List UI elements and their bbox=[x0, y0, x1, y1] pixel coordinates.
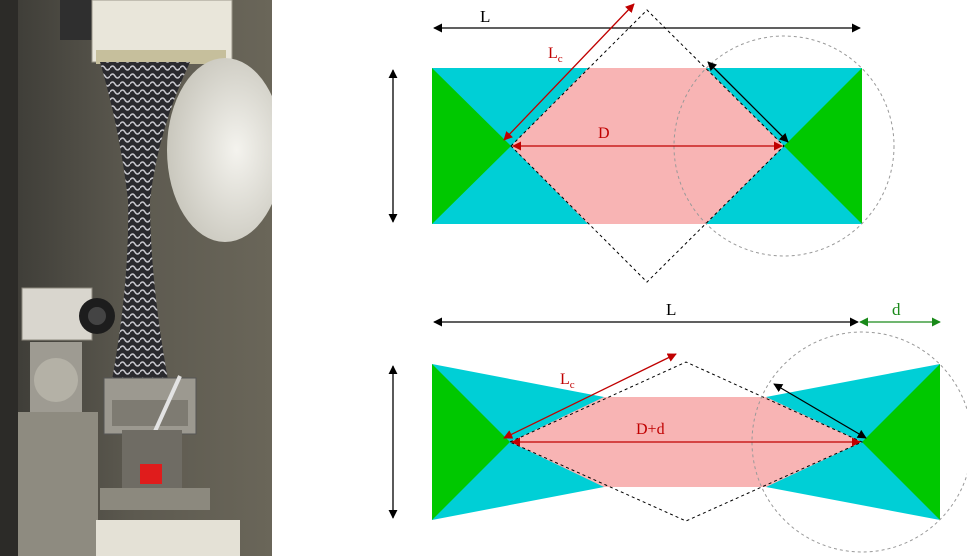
extension-label: d bbox=[892, 300, 901, 319]
chord-arrow bbox=[503, 353, 677, 439]
dashed-circle bbox=[673, 35, 895, 257]
reflector-disc bbox=[167, 58, 272, 242]
braided-mesh-specimen bbox=[100, 62, 190, 380]
tensile-test-photo bbox=[0, 0, 272, 556]
dashed-circle bbox=[751, 331, 967, 553]
bottom-diagram: L d Lc D+d bbox=[388, 300, 967, 553]
chord-arrow bbox=[503, 3, 635, 141]
top-diagram: L Lc D bbox=[388, 3, 895, 283]
green-triangle-left bbox=[432, 68, 511, 224]
radius-arrow bbox=[707, 61, 789, 143]
green-triangle-left bbox=[432, 364, 510, 520]
chord-label: Lc bbox=[548, 45, 563, 65]
diameter-label: D bbox=[598, 125, 610, 142]
length-label: L bbox=[480, 7, 490, 26]
diameter-label: D+d bbox=[636, 421, 665, 438]
green-triangle-right bbox=[862, 364, 940, 520]
braid-geometry-diagram: L Lc D L d bbox=[388, 3, 967, 553]
radius-arrow bbox=[773, 383, 867, 439]
green-triangle-right bbox=[784, 68, 862, 224]
length-label: L bbox=[666, 300, 676, 319]
chord-label: Lc bbox=[560, 371, 575, 391]
